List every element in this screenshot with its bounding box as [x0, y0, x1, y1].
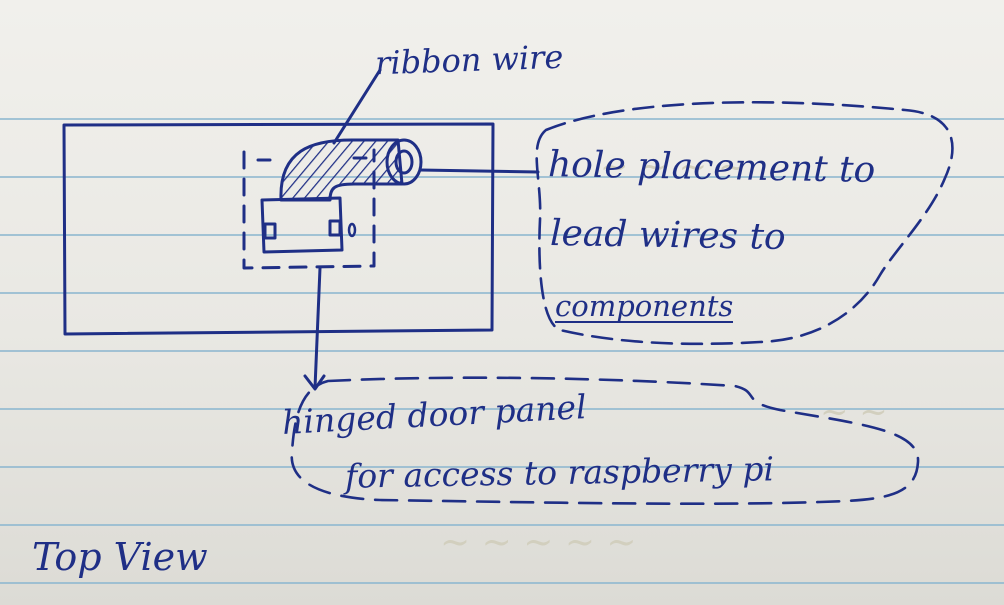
door-callout-bubble	[290, 376, 920, 506]
ribbon-wire-leader	[332, 68, 382, 145]
view-label: Top View	[32, 535, 208, 579]
door-panel-outline	[242, 148, 376, 270]
wire-hole-inner	[394, 149, 414, 175]
hole-callout-line-1: hole placement to	[547, 144, 876, 191]
bleed-through-writing: ~ ~	[820, 392, 888, 432]
door-callout-arrow-shaft	[313, 266, 322, 390]
bleed-through-writing: ~ ~ ~ ~	[600, 147, 747, 187]
ruled-line	[0, 234, 1004, 236]
ruled-line	[0, 466, 1004, 468]
ribbon-wire-label: ribbon wire	[374, 37, 565, 83]
hole-callout-line-3: components	[555, 289, 734, 323]
enclosure-outline	[62, 122, 495, 336]
board-port	[263, 222, 277, 240]
board-hole	[347, 222, 357, 238]
bleed-through-writing: ~ ~ ~ ~ ~	[440, 522, 637, 563]
board-port	[328, 219, 342, 237]
hole-callout-line-2: lead wires to	[549, 212, 787, 259]
ruled-line	[0, 118, 1004, 120]
ruled-line	[0, 350, 1004, 352]
ribbon-wire-bundle	[279, 138, 404, 202]
ruled-line	[0, 524, 1004, 526]
ruled-line	[0, 582, 1004, 584]
ruled-line	[0, 292, 1004, 294]
door-callout-arrow-head	[303, 374, 326, 391]
ruled-line	[0, 408, 1004, 410]
ruled-line	[0, 176, 1004, 178]
hole-callout-bubble	[535, 100, 954, 346]
door-callout-line-2: for access to raspberry pi	[344, 449, 775, 496]
hole-callout-leader	[418, 168, 540, 174]
wire-hole	[385, 138, 423, 186]
